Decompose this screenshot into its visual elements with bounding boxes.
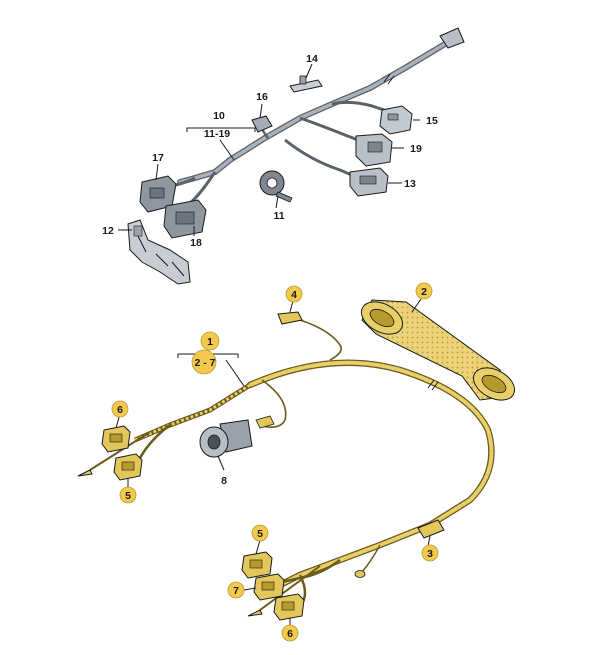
callout-11: 11 — [273, 210, 284, 222]
convoluted-hose — [360, 299, 516, 401]
callout-13: 13 — [404, 178, 416, 190]
callout-8: 8 — [221, 475, 227, 487]
callout-10: 10 — [213, 110, 225, 122]
callout-15: 15 — [426, 115, 438, 127]
callout-1: 1 — [207, 336, 213, 348]
callout-16: 16 — [256, 91, 268, 103]
callout-19: 19 — [410, 143, 422, 155]
callout-18: 18 — [190, 237, 202, 249]
callout-6-upper: 6 — [117, 404, 123, 416]
callout-3: 3 — [427, 548, 433, 560]
callout-14: 14 — [306, 53, 318, 65]
upper-harness — [127, 27, 465, 285]
callout-highlights — [111, 282, 439, 642]
callout-5-left: 5 — [125, 490, 131, 502]
callout-range-2-7: 2 - 7 — [194, 357, 215, 369]
callout-17: 17 — [152, 152, 164, 164]
callout-12: 12 — [102, 225, 114, 237]
leader-lines — [115, 63, 431, 626]
callout-7: 7 — [233, 585, 239, 597]
lower-harness — [77, 311, 495, 621]
callout-range-11-19: 11-19 — [204, 128, 230, 140]
callout-6-lower: 6 — [287, 628, 293, 640]
callout-5-lower: 5 — [257, 528, 263, 540]
callout-2: 2 — [421, 286, 427, 298]
callout-4: 4 — [291, 289, 297, 301]
callout-labels: 14 16 10 11-19 15 19 13 17 11 12 18 4 2 … — [102, 53, 438, 640]
